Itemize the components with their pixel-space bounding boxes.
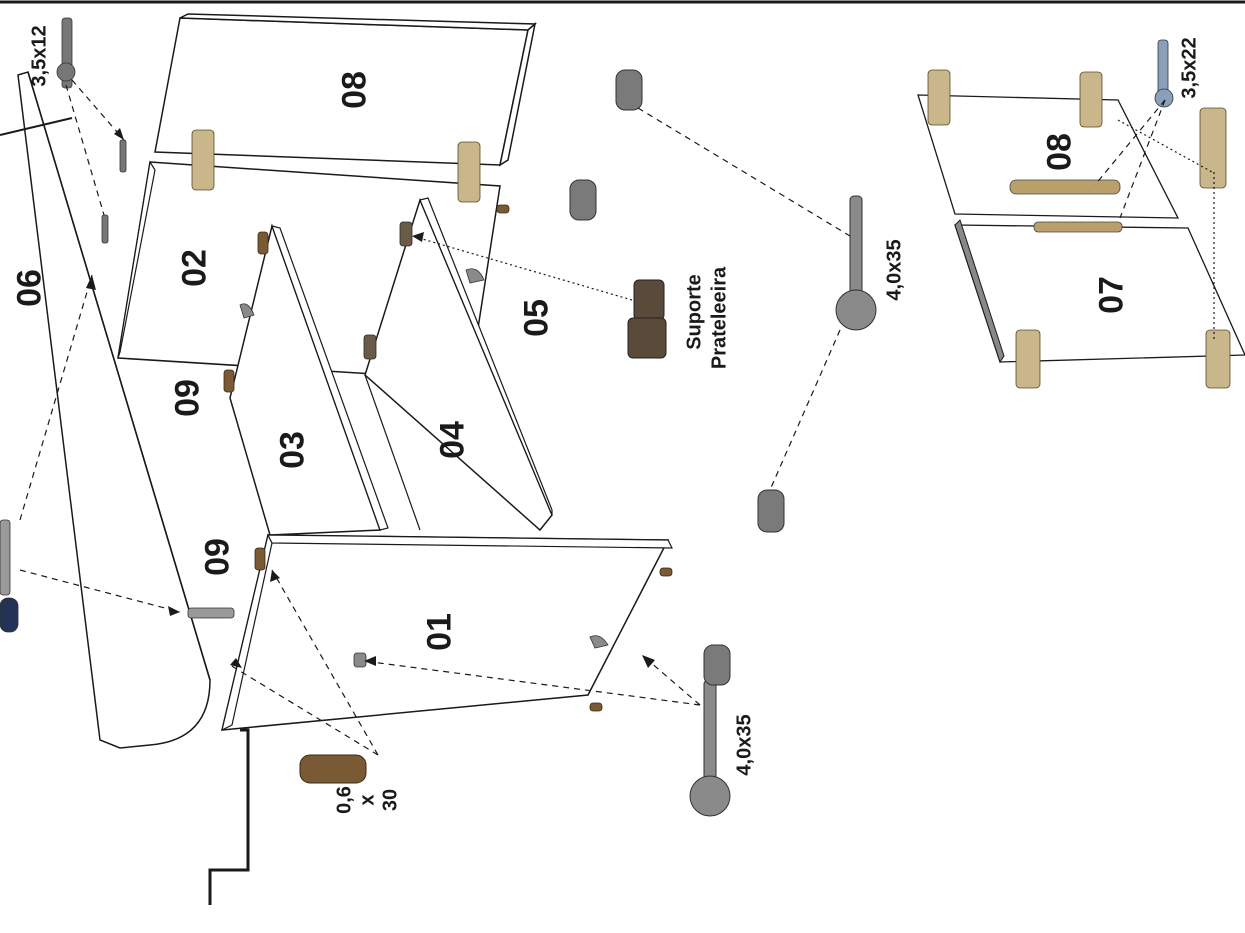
guide-lines xyxy=(19,79,1166,756)
label-part-06: 06 xyxy=(10,269,49,307)
panel-08-door xyxy=(154,13,537,167)
label-part-03: 03 xyxy=(273,431,312,469)
dowel-large xyxy=(299,754,367,784)
label-screw-3-5x12: 3,5x12 xyxy=(28,25,51,87)
inset-screw xyxy=(1154,39,1174,108)
label-dowel-line2: x xyxy=(356,794,379,806)
inset-door-07 xyxy=(954,219,1245,364)
label-shelf-support-line1: Suporte xyxy=(683,274,706,350)
inset-handles xyxy=(1009,179,1123,233)
small-screws xyxy=(56,17,127,244)
label-part-05: 05 xyxy=(517,299,556,337)
label-part-02: 02 xyxy=(175,249,214,287)
hinges-main xyxy=(191,129,481,203)
long-screw-center xyxy=(835,195,877,331)
cover-caps xyxy=(569,69,785,686)
panel-01 xyxy=(221,533,673,732)
label-dowel-line1: 0,6 xyxy=(333,786,356,814)
label-screw-4-0x35-center: 4,0x35 xyxy=(883,239,906,301)
shelf-support-large xyxy=(627,279,667,359)
inset-hinges xyxy=(927,69,1231,389)
label-dowel-line3: 30 xyxy=(379,788,402,812)
label-part-07: 07 xyxy=(1092,276,1131,314)
panel-03-shelf xyxy=(229,223,389,536)
label-part-01: 01 xyxy=(420,613,459,651)
shelf-support-pegs xyxy=(363,221,413,360)
wall-outline xyxy=(208,728,250,905)
label-part-08-inset: 08 xyxy=(1040,133,1079,171)
label-screw-3-5x22: 3,5x22 xyxy=(1178,37,1201,99)
panel-06 xyxy=(0,71,211,749)
label-screw-4-0x35-bottom: 4,0x35 xyxy=(733,714,756,776)
cam-bolts xyxy=(0,519,235,633)
cam-fittings xyxy=(239,268,609,668)
label-part-04: 04 xyxy=(433,421,472,459)
label-part-09-upper: 09 xyxy=(168,379,207,417)
label-part-08: 08 xyxy=(335,71,374,109)
dotted-guide-lines xyxy=(411,119,1215,340)
label-shelf-support-line2: Prateleeira xyxy=(708,266,731,370)
guide-arrowheads xyxy=(86,128,655,668)
panel-04 xyxy=(364,197,553,532)
label-part-09-lower: 09 xyxy=(198,538,237,576)
dowel-pins xyxy=(223,204,673,712)
long-screw-bottom xyxy=(689,679,731,817)
